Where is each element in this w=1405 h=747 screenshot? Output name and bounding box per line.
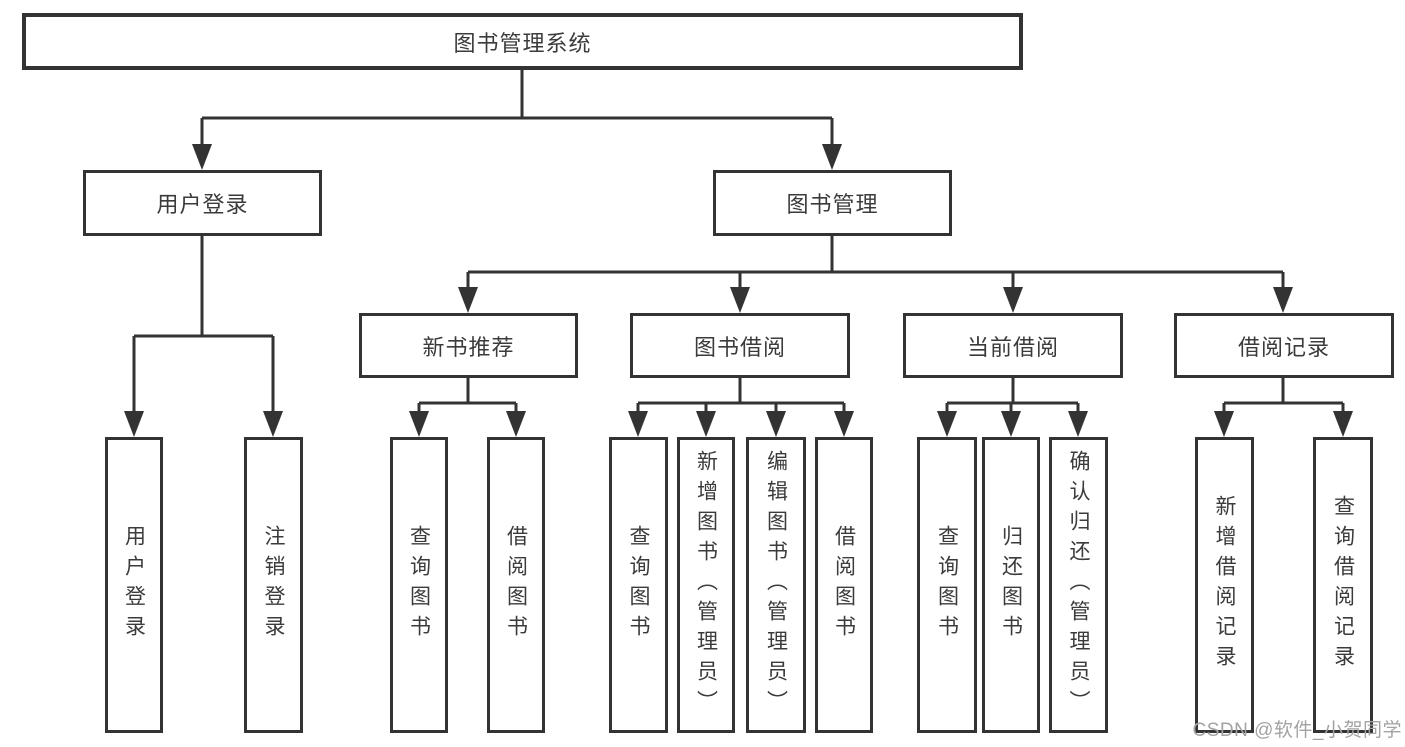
node-label: 新书推荐 xyxy=(422,334,515,360)
node-book-management: 图书管理 xyxy=(713,170,952,236)
node-label: 查询借阅记录 xyxy=(1331,495,1355,675)
node-label: 当前借阅 xyxy=(966,334,1059,360)
node-label: 归还图书 xyxy=(999,525,1023,645)
arrowhead xyxy=(1333,411,1353,437)
connector-bookmgmt-to-level3 xyxy=(466,236,1285,295)
node-label: 注销登录 xyxy=(262,525,285,645)
leaf-bb-query-books: 查询图书 xyxy=(609,437,668,733)
arrowhead xyxy=(124,411,144,437)
node-label: 借阅图书 xyxy=(832,525,856,645)
node-label: 图书管理系统 xyxy=(453,30,592,56)
node-label: 查询图书 xyxy=(935,525,959,645)
node-label: 新增图书（管理员） xyxy=(694,450,718,720)
node-library-management-system: 图书管理系统 xyxy=(22,13,1023,70)
connector-records-to-leaves xyxy=(1222,378,1345,419)
node-label: 图书管理 xyxy=(786,192,879,217)
arrowhead xyxy=(263,411,283,437)
connector-borrowing-to-leaves xyxy=(636,378,846,419)
arrowhead xyxy=(937,411,957,437)
arrowhead xyxy=(1003,287,1023,313)
arrowhead xyxy=(192,144,212,170)
node-label: 新增借阅记录 xyxy=(1213,495,1236,675)
node-label: 图书借阅 xyxy=(693,334,786,360)
leaf-bb-add-books-admin: 新增图书（管理员） xyxy=(677,437,735,733)
arrowhead xyxy=(822,144,842,170)
arrowhead xyxy=(506,411,526,437)
arrowhead xyxy=(730,287,750,313)
node-user-login: 用户登录 xyxy=(83,170,322,236)
leaf-rec-borrow-books: 借阅图书 xyxy=(487,437,545,733)
node-label: 确认归还（管理员） xyxy=(1067,450,1090,720)
arrowhead xyxy=(834,411,854,437)
node-borrowing-records: 借阅记录 xyxy=(1174,313,1394,378)
node-label: 查询图书 xyxy=(627,525,650,645)
arrowhead xyxy=(628,411,648,437)
leaf-logout: 注销登录 xyxy=(244,437,303,733)
node-label: 用户登录 xyxy=(156,192,249,217)
node-label: 编辑图书（管理员） xyxy=(764,450,788,720)
connector-recommend-to-leaves xyxy=(417,378,518,419)
node-label: 借阅图书 xyxy=(504,525,528,645)
node-label: 查询图书 xyxy=(407,525,431,645)
leaf-rec-query-books: 查询图书 xyxy=(390,437,448,733)
node-current-borrowing: 当前借阅 xyxy=(903,313,1123,378)
arrowhead xyxy=(1273,287,1293,313)
arrowhead xyxy=(766,411,786,437)
leaf-br-query-record: 查询借阅记录 xyxy=(1313,437,1373,733)
node-new-book-recommend: 新书推荐 xyxy=(359,313,578,378)
arrowhead xyxy=(1214,411,1234,437)
arrowhead xyxy=(1068,411,1088,437)
arrowhead xyxy=(409,411,429,437)
leaf-user-login: 用户登录 xyxy=(105,437,163,733)
connector-root-to-level2 xyxy=(200,70,834,150)
leaf-cb-query-books: 查询图书 xyxy=(917,437,977,733)
arrowhead xyxy=(458,287,478,313)
leaf-cb-return-books: 归还图书 xyxy=(982,437,1040,733)
leaf-bb-edit-books-admin: 编辑图书（管理员） xyxy=(746,437,806,733)
arrowhead xyxy=(1001,411,1021,437)
csdn-watermark: CSDN @软件_小贺同学 xyxy=(1192,720,1402,741)
node-label: 用户登录 xyxy=(122,525,146,645)
connector-userlogin-to-leaves xyxy=(132,236,275,417)
node-book-borrowing: 图书借阅 xyxy=(630,313,850,378)
leaf-br-add-record: 新增借阅记录 xyxy=(1195,437,1254,733)
leaf-bb-borrow-books: 借阅图书 xyxy=(815,437,873,733)
arrowhead xyxy=(696,411,716,437)
node-label: 借阅记录 xyxy=(1237,334,1330,360)
leaf-cb-confirm-return-admin: 确认归还（管理员） xyxy=(1049,437,1108,733)
